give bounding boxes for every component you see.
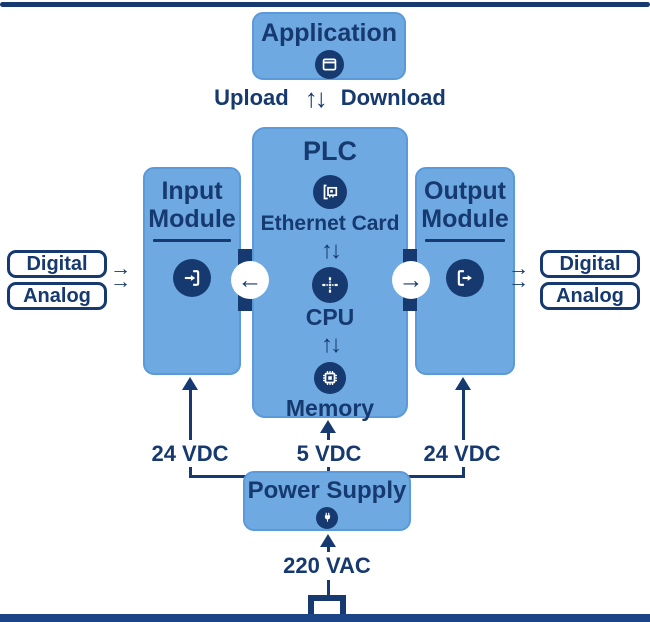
220vac-label-box: 220 VAC — [273, 552, 381, 580]
application-box: Application — [252, 12, 406, 80]
right-analog-label: Analog — [556, 284, 624, 307]
up-down-arrows-icon: ↑↓ — [321, 331, 342, 359]
left-power-line — [188, 388, 192, 478]
left-arrow-icon: ← — [237, 265, 263, 294]
left-digital-label: Digital — [26, 252, 88, 275]
right-24vdc-label: 24 VDC — [423, 441, 501, 466]
left-analog-label: Analog — [23, 284, 91, 307]
left-analog-box: Analog — [7, 282, 107, 310]
center-power-arrowhead — [320, 420, 336, 433]
left-24vdc-label: 24 VDC — [151, 441, 229, 466]
upload-label: Upload — [214, 85, 289, 110]
left-double-arrow-icon: → → — [110, 257, 131, 294]
right-double-arrow-icon: → → — [508, 257, 529, 294]
top-border-bar — [0, 2, 650, 7]
memory-chip-icon — [314, 361, 346, 394]
power-supply-box: Power Supply — [243, 471, 411, 531]
right-arrow-icon: → — [398, 265, 424, 294]
ethernet-card-label: Ethernet Card — [260, 212, 400, 235]
input-module-underline — [153, 239, 231, 242]
right-arrow-icon: → — [508, 270, 529, 294]
right-digital-box: Digital — [540, 250, 640, 278]
vdc-label-band: 24 VDC 5 VDC 24 VDC — [142, 440, 516, 467]
output-module-title: Output Module — [421, 177, 509, 233]
transfer-row: Upload ↑↓ Download — [165, 84, 495, 112]
application-window-icon — [314, 50, 344, 79]
output-module-underline — [425, 239, 505, 242]
ethernet-card-icon — [313, 175, 347, 209]
right-arrow-icon: → — [110, 257, 131, 280]
output-module-title-line1: Output — [424, 177, 506, 205]
cpu-icon — [312, 266, 348, 303]
power-supply-title: Power Supply — [247, 477, 407, 504]
left-power-line-horizontal — [188, 475, 247, 478]
download-label: Download — [340, 85, 446, 110]
mains-line-upper — [326, 545, 330, 555]
output-module-title-line2: Module — [421, 205, 509, 233]
wall-socket — [308, 595, 346, 614]
up-down-arrows-icon: ↑↓ — [321, 237, 342, 265]
right-analog-box: Analog — [540, 282, 640, 310]
output-module-box: Output Module — [415, 167, 515, 375]
mains-arrowhead — [320, 534, 336, 547]
left-power-arrowhead — [182, 377, 198, 390]
right-power-arrowhead — [455, 377, 471, 390]
left-digital-box: Digital — [7, 250, 107, 278]
input-module-title: Input Module — [148, 177, 236, 233]
right-flow-circle: → — [392, 261, 430, 299]
cpu-label: CPU — [305, 303, 355, 330]
5vdc-label: 5 VDC — [296, 441, 362, 466]
left-flow-circle: ← — [231, 261, 269, 299]
input-module-title-line1: Input — [161, 177, 223, 205]
plc-title: PLC — [303, 136, 357, 166]
sign-out-icon — [446, 259, 484, 297]
right-power-line-horizontal — [408, 475, 465, 478]
wall-ground-bar — [0, 614, 650, 622]
right-digital-label: Digital — [559, 252, 621, 275]
220vac-label: 220 VAC — [283, 553, 371, 578]
right-arrow-icon: → — [110, 270, 131, 294]
input-module-box: Input Module — [143, 167, 241, 375]
plc-box: PLC Ethernet Card ↑↓ — [252, 127, 408, 421]
input-module-title-line2: Module — [148, 205, 236, 233]
right-power-line — [461, 388, 465, 478]
sign-in-icon — [173, 259, 211, 297]
memory-label: Memory — [285, 394, 375, 421]
power-plug-icon — [316, 506, 338, 529]
application-title: Application — [260, 19, 398, 47]
mains-line-lower — [326, 579, 330, 596]
up-down-arrows-icon: ↑↓ — [304, 82, 328, 113]
right-arrow-icon: → — [508, 257, 529, 280]
